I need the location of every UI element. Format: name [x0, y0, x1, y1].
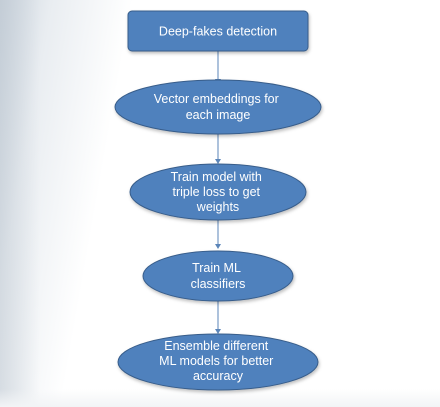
- node-shape: [142, 250, 294, 302]
- node-label: Ensemble different ML models for better …: [159, 339, 277, 383]
- node-label: Deep-fakes detection: [159, 25, 277, 39]
- node-shape: [127, 10, 309, 52]
- slide-bottom-band: [0, 389, 440, 407]
- node-vector-embeddings: Vector embeddings for each image: [114, 79, 322, 135]
- node-label: Train model with triple loss to get weig…: [171, 170, 266, 214]
- node-shape: [114, 79, 322, 135]
- arrowhead-2: [215, 159, 221, 164]
- node-ensemble-ml-models: Ensemble different ML models for better …: [117, 333, 319, 391]
- arrowhead-4: [215, 329, 221, 334]
- node-train-model-triple-loss: Train model with triple loss to get weig…: [129, 163, 307, 221]
- slide-background-edge: [0, 0, 40, 407]
- arrowhead-3: [215, 244, 221, 249]
- node-shape: [117, 333, 319, 391]
- node-label: Vector embeddings for each image: [154, 92, 283, 122]
- node-train-ml-classifiers: Train ML classifiers: [142, 250, 294, 302]
- node-deepfakes-detection: Deep-fakes detection: [127, 10, 309, 52]
- node-shape: [129, 163, 307, 221]
- node-label: Train ML classifiers: [191, 261, 246, 291]
